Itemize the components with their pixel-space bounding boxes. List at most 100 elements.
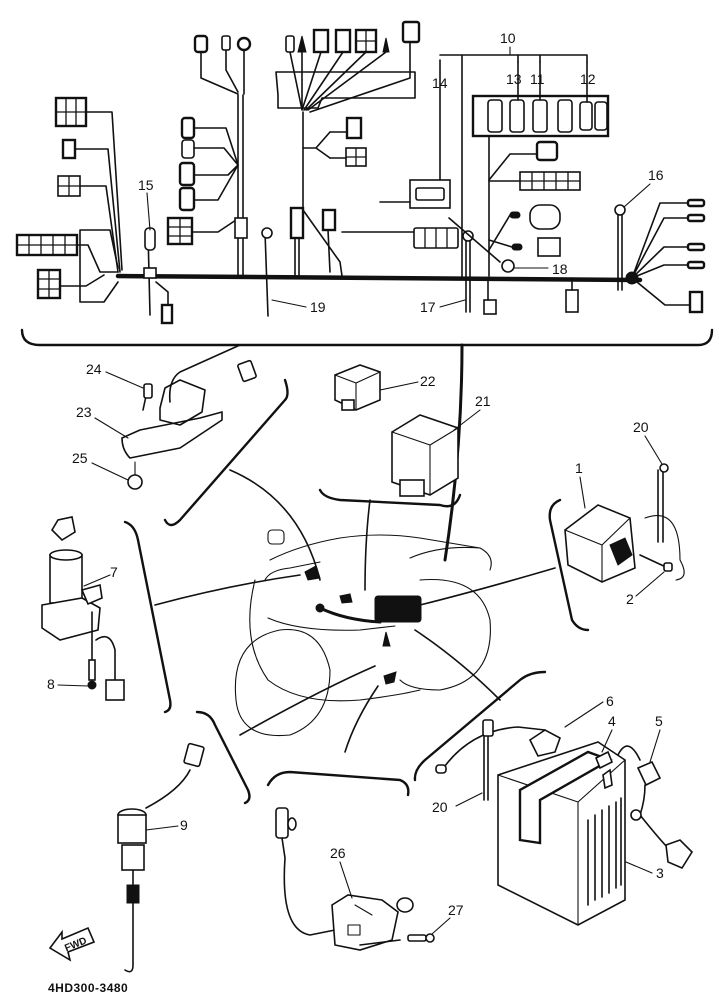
svg-text:4: 4 xyxy=(608,713,616,729)
callout-20-top: 20 xyxy=(633,419,663,465)
leader-lines xyxy=(123,343,590,805)
sidestand-switch xyxy=(331,894,399,951)
leader-sidestand-switch xyxy=(344,685,379,753)
fwd-direction-badge: FWD xyxy=(48,926,96,962)
fwd-arrow-icon xyxy=(48,926,96,962)
neutral-switch-connector xyxy=(183,742,205,768)
bolt-8 xyxy=(88,659,96,681)
svg-text:5: 5 xyxy=(655,713,663,729)
callout-13: 13 xyxy=(506,71,522,87)
svg-text:11: 11 xyxy=(530,71,545,87)
callout-27: 27 xyxy=(431,902,464,935)
bracket-rectifier xyxy=(163,378,289,527)
svg-text:16: 16 xyxy=(648,167,664,183)
rectifier-body xyxy=(159,379,206,426)
callout-12: 12 xyxy=(580,71,596,87)
svg-text:9: 9 xyxy=(180,817,188,833)
ignition-key xyxy=(50,516,76,542)
bracket-neutral-switch xyxy=(195,710,251,805)
main-switch-connector xyxy=(105,679,125,701)
svg-text:7: 7 xyxy=(110,564,118,580)
svg-text:27: 27 xyxy=(448,902,464,918)
callout-19: 19 xyxy=(271,299,326,315)
bracket-battery xyxy=(413,670,547,782)
connector-small-a xyxy=(61,138,77,160)
callout-22: 22 xyxy=(379,373,436,391)
svg-text:1: 1 xyxy=(575,460,583,476)
main-switch-cylinder xyxy=(49,554,83,604)
leader-starter-relay xyxy=(419,567,556,606)
callout-23: 23 xyxy=(76,404,129,439)
rectifier-bracket xyxy=(121,411,223,459)
svg-text:10: 10 xyxy=(500,30,516,46)
svg-text:17: 17 xyxy=(420,299,436,315)
callout-9: 9 xyxy=(145,817,188,833)
callout-5: 5 xyxy=(649,713,663,763)
svg-text:19: 19 xyxy=(310,299,326,315)
callout-25: 25 xyxy=(72,450,129,481)
callout-24: 24 xyxy=(86,361,144,389)
svg-text:20: 20 xyxy=(432,799,448,815)
battery-lead-5 xyxy=(636,760,662,787)
harness-right-branch xyxy=(448,198,706,315)
fuse-box xyxy=(439,54,610,279)
leader-neutral-switch xyxy=(239,665,376,736)
leader-relays xyxy=(364,499,371,591)
battery-clamp-20 xyxy=(482,719,494,737)
leader-main-switch xyxy=(154,574,301,606)
bracket-relays xyxy=(318,488,462,508)
rectifier-bracket-assembly xyxy=(121,344,257,490)
main-switch-assembly xyxy=(41,516,125,701)
svg-text:2: 2 xyxy=(626,591,634,607)
harness-bracket xyxy=(20,328,714,347)
svg-text:18: 18 xyxy=(552,261,568,277)
callout-8: 8 xyxy=(47,676,89,692)
sidestand-switch-connector xyxy=(275,807,289,839)
svg-text:12: 12 xyxy=(580,71,596,87)
rectifier-connector xyxy=(237,359,257,383)
bracket-main-switch xyxy=(123,520,172,714)
wire-harness xyxy=(15,20,714,347)
relay-22 xyxy=(334,364,381,411)
starter-relay-assembly xyxy=(564,463,685,583)
harness-upper-branch-b xyxy=(275,20,421,277)
callout-18: 18 xyxy=(513,261,568,277)
callout-3: 3 xyxy=(625,861,664,881)
leader-battery xyxy=(414,629,501,701)
motorcycle-outline xyxy=(234,529,492,737)
connector-small-b xyxy=(160,303,174,325)
svg-text:14: 14 xyxy=(432,75,448,91)
svg-text:13: 13 xyxy=(506,71,522,87)
battery-lead-6 xyxy=(528,729,561,757)
svg-text:20: 20 xyxy=(633,419,649,435)
clamp-20-top xyxy=(659,463,669,473)
svg-text:8: 8 xyxy=(47,676,55,692)
clamp-15 xyxy=(143,227,174,325)
battery-terminal-4 xyxy=(594,750,614,770)
callout-7: 7 xyxy=(83,564,118,587)
screw-27 xyxy=(407,934,427,942)
relay-unit-location xyxy=(374,595,422,623)
callout-1: 1 xyxy=(575,460,586,509)
callout-2: 2 xyxy=(626,571,665,607)
callout-21: 21 xyxy=(453,393,491,431)
callout-15: 15 xyxy=(138,177,154,231)
sidestand-switch-assembly xyxy=(275,807,435,951)
svg-text:3: 3 xyxy=(656,865,664,881)
harness-upper-branch-a xyxy=(166,34,252,277)
module-14 xyxy=(379,59,451,209)
bracket-starter-relay xyxy=(548,498,590,632)
callout-6: 6 xyxy=(564,693,614,728)
svg-text:6: 6 xyxy=(606,693,614,709)
callout-16: 16 xyxy=(623,167,664,208)
neutral-switch-assembly xyxy=(117,742,205,973)
svg-text:25: 25 xyxy=(72,450,88,466)
svg-text:23: 23 xyxy=(76,404,92,420)
callout-4: 4 xyxy=(601,713,616,753)
leader-rectifier xyxy=(229,469,321,581)
harness-trunk xyxy=(115,273,643,283)
bolt-2 xyxy=(663,562,673,572)
harness-left-branches xyxy=(15,96,123,303)
drawing-code: 4HD300-3480 xyxy=(48,981,128,995)
